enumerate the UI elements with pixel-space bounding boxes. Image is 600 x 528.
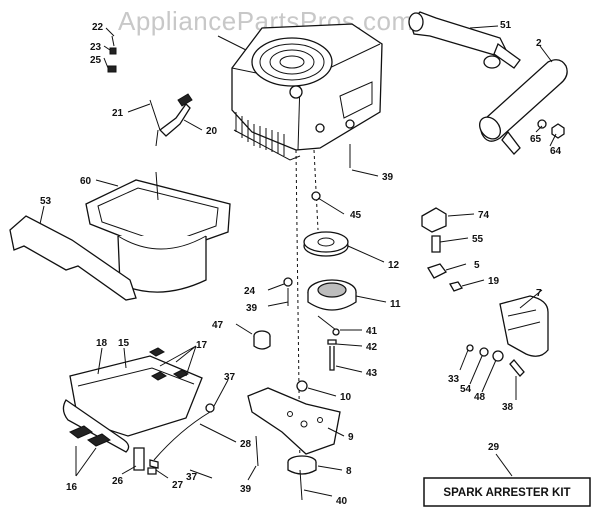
label-33: 33 xyxy=(448,374,460,385)
label-28: 28 xyxy=(240,439,252,450)
tray-60 xyxy=(85,171,231,293)
throttle-parts xyxy=(107,35,193,147)
label-7: 7 xyxy=(536,288,542,299)
drive-assembly xyxy=(253,144,357,471)
label-74: 74 xyxy=(478,210,490,221)
label-41: 41 xyxy=(366,326,378,337)
label-65: 65 xyxy=(530,134,542,145)
label-19: 19 xyxy=(488,276,500,287)
label-12: 12 xyxy=(388,260,400,271)
label-20: 20 xyxy=(206,126,218,137)
label-45: 45 xyxy=(350,210,362,221)
label-54-right: 54 xyxy=(460,384,472,395)
part-labels: 22 23 25 21 20 51 2 65 64 39 60 53 45 74… xyxy=(40,20,562,507)
label-37-upper: 37 xyxy=(224,372,236,383)
label-22: 22 xyxy=(92,22,104,33)
label-64: 64 xyxy=(550,146,562,157)
label-23: 23 xyxy=(90,42,102,53)
label-42: 42 xyxy=(366,342,378,353)
label-51: 51 xyxy=(500,20,512,31)
label-47: 47 xyxy=(212,320,224,331)
label-29: 29 xyxy=(488,442,500,453)
label-37-lower: 37 xyxy=(186,472,198,483)
label-39-bottom: 39 xyxy=(240,484,252,495)
spark-arrester-kit-box: SPARK ARRESTER KIT xyxy=(423,477,591,507)
label-25: 25 xyxy=(90,55,102,66)
label-48: 48 xyxy=(474,392,486,403)
label-39-top: 39 xyxy=(382,172,394,183)
muffler xyxy=(408,11,568,155)
label-11: 11 xyxy=(390,299,401,310)
right-small-parts xyxy=(421,207,549,377)
label-38: 38 xyxy=(502,402,514,413)
label-17: 17 xyxy=(196,340,208,351)
label-40: 40 xyxy=(336,496,348,507)
label-15: 15 xyxy=(118,338,130,349)
engine-block xyxy=(231,23,383,161)
bracket-53 xyxy=(9,215,137,301)
label-24: 24 xyxy=(244,286,256,297)
label-43: 43 xyxy=(366,368,378,379)
plate-9 xyxy=(247,387,341,501)
label-21: 21 xyxy=(112,108,124,119)
label-39-mid: 39 xyxy=(246,303,258,314)
label-26: 26 xyxy=(112,476,124,487)
label-10: 10 xyxy=(340,392,352,403)
label-9: 9 xyxy=(348,432,354,443)
label-18: 18 xyxy=(96,338,108,349)
label-2: 2 xyxy=(536,38,542,49)
label-16: 16 xyxy=(66,482,78,493)
label-60: 60 xyxy=(80,176,92,187)
left-bottom-parts xyxy=(62,347,215,475)
spark-arrester-kit-label: SPARK ARRESTER KIT xyxy=(443,487,570,499)
label-55: 55 xyxy=(472,234,484,245)
label-8: 8 xyxy=(346,466,352,477)
label-27: 27 xyxy=(172,480,184,491)
label-5: 5 xyxy=(474,260,480,271)
leader-lines xyxy=(39,25,557,497)
label-53: 53 xyxy=(40,196,52,207)
